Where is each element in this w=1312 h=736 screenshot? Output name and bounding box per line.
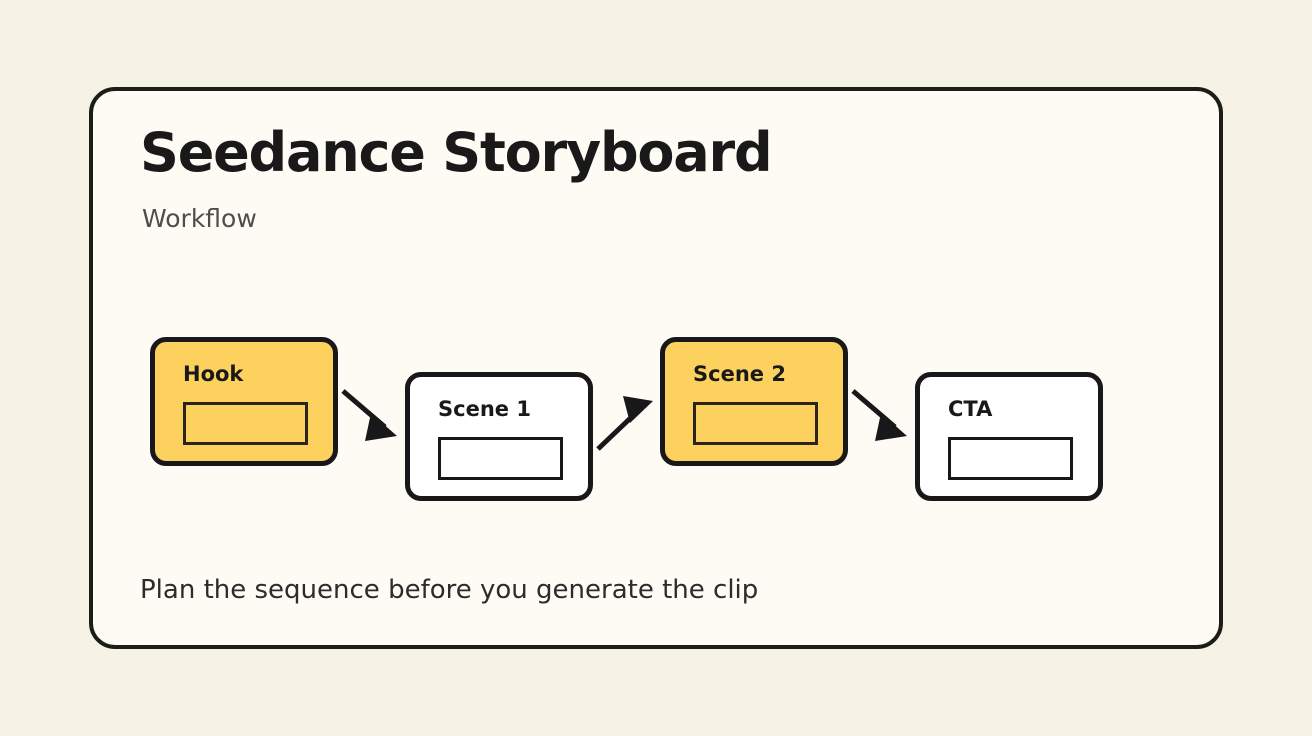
page-subtitle: Workflow [142,204,257,233]
flow-node-label: Scene 2 [693,362,786,386]
flow-node-cta[interactable]: CTA [915,372,1103,501]
flow-node-scene-1[interactable]: Scene 1 [405,372,593,501]
flow-node-scene-2[interactable]: Scene 2 [660,337,848,466]
flow-node-hook[interactable]: Hook [150,337,338,466]
flow-node-label: Scene 1 [438,397,531,421]
flow-node-slot[interactable] [438,437,563,480]
flow-node-label: CTA [948,397,993,421]
flow-node-label: Hook [183,362,244,386]
flow-node-slot[interactable] [183,402,308,445]
flow-node-slot[interactable] [948,437,1073,480]
footer-caption: Plan the sequence before you generate th… [140,575,759,605]
flow-node-slot[interactable] [693,402,818,445]
page-title: Seedance Storyboard [140,121,773,184]
